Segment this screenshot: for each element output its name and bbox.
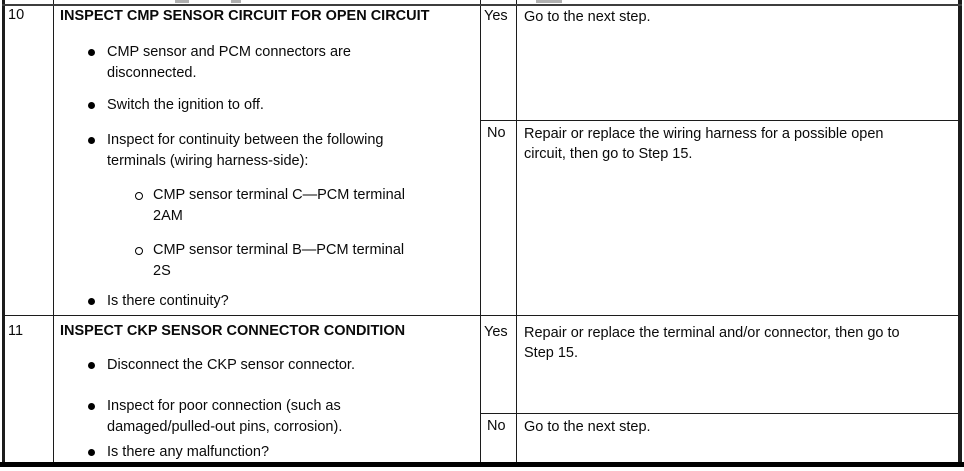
result-line: circuit, then go to Step 15.: [524, 146, 693, 162]
step10-yesno-divider: [480, 120, 962, 121]
bullet-text: Is there any malfunction?: [107, 444, 270, 460]
bullet-icon: [88, 102, 95, 109]
bullet-text: Inspect for continuity between the follo…: [107, 132, 384, 148]
action-title: INSPECT CKP SENSOR CONNECTOR CONDITION: [60, 323, 406, 339]
yesno-result-divider: [516, 0, 517, 462]
sub-bullet-item: CMP sensor terminal B—PCM terminal 2S: [135, 240, 404, 282]
bullet-text: CMP sensor and PCM connectors are: [107, 44, 351, 60]
bullet-icon: [88, 362, 95, 369]
sub-bullet-text: 2S: [153, 263, 171, 279]
bullet-text: Switch the ignition to off.: [107, 97, 264, 113]
sub-bullet-item: CMP sensor terminal C—PCM terminal 2AM: [135, 185, 405, 227]
no-label: No: [487, 125, 506, 141]
bullet-text: Disconnect the CKP sensor connector.: [107, 357, 355, 373]
bullet-item: Disconnect the CKP sensor connector.: [88, 355, 355, 376]
bullet-item: Is there continuity?: [88, 291, 229, 312]
bullet-text: disconnected.: [107, 65, 197, 81]
step-number: 10: [8, 7, 25, 23]
sub-bullet-text: 2AM: [153, 208, 183, 224]
bullet-item: Inspect for poor connection (such as dam…: [88, 396, 342, 438]
no-result-cell: Repair or replace the wiring harness for…: [524, 124, 883, 164]
action-result-divider: [480, 0, 481, 462]
cropped-text-remnant: [175, 0, 189, 3]
step-column-divider: [53, 0, 54, 462]
row-divider: [2, 315, 962, 316]
bullet-icon: [88, 137, 95, 144]
bullet-text: Inspect for poor connection (such as: [107, 398, 341, 414]
bullet-icon: [88, 298, 95, 305]
result-line: Repair or replace the wiring harness for…: [524, 126, 884, 142]
result-line: Go to the next step.: [524, 9, 651, 25]
yes-label: Yes: [484, 324, 508, 340]
result-line: Repair or replace the terminal and/or co…: [524, 325, 900, 341]
sub-bullet-text: CMP sensor terminal C—PCM terminal: [153, 187, 405, 203]
bullet-icon: [88, 403, 95, 410]
no-result-cell: Go to the next step.: [524, 417, 651, 437]
bullet-text: damaged/pulled-out pins, corrosion).: [107, 419, 343, 435]
table-bottom-border: [0, 462, 964, 467]
bullet-text: terminals (wiring harness-side):: [107, 153, 309, 169]
bullet-icon: [88, 449, 95, 456]
yes-result-cell: Go to the next step.: [524, 7, 651, 27]
sub-bullet-icon: [135, 247, 143, 255]
result-line: Step 15.: [524, 345, 579, 361]
action-title: INSPECT CMP SENSOR CIRCUIT FOR OPEN CIRC…: [60, 8, 430, 24]
step11-yesno-divider: [480, 413, 962, 414]
bullet-item: Inspect for continuity between the follo…: [88, 130, 383, 172]
bullet-item: CMP sensor and PCM connectors are discon…: [88, 42, 351, 84]
table-right-border: [958, 0, 962, 466]
no-label: No: [487, 418, 506, 434]
cropped-text-remnant: [231, 0, 241, 3]
bullet-text: Is there continuity?: [107, 293, 229, 309]
bullet-item: Is there any malfunction?: [88, 442, 269, 463]
cropped-text-remnant: [536, 0, 562, 3]
result-line: Go to the next step.: [524, 419, 651, 435]
step-number: 11: [8, 323, 24, 339]
table-top-rule: [2, 4, 962, 6]
yes-result-cell: Repair or replace the terminal and/or co…: [524, 323, 900, 363]
bullet-icon: [88, 49, 95, 56]
yes-label: Yes: [484, 8, 508, 24]
table-left-border: [2, 0, 5, 466]
sub-bullet-text: CMP sensor terminal B—PCM terminal: [153, 242, 405, 258]
bullet-item: Switch the ignition to off.: [88, 95, 264, 116]
sub-bullet-icon: [135, 192, 143, 200]
